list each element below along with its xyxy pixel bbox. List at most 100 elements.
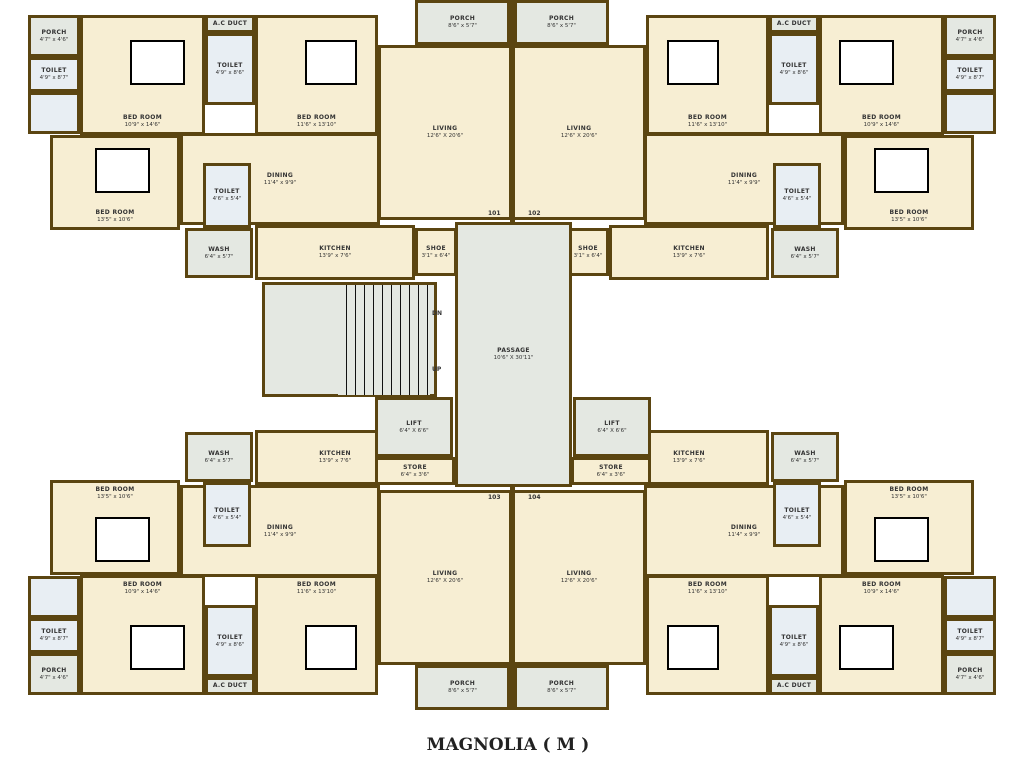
- room-name: TOILET: [784, 188, 810, 195]
- room-dimensions: 4'6" x 5'4": [782, 196, 812, 202]
- room-dimensions: 4'9" x 8'7": [39, 75, 69, 81]
- room-dimensions: 6'4" x 5'7": [790, 253, 820, 260]
- room-name: BED ROOM: [123, 114, 162, 121]
- room-dimensions: 10'6" X 30'11": [493, 355, 534, 361]
- bed-icon: [95, 517, 150, 562]
- room-name: KITCHEN: [319, 450, 351, 457]
- bed-icon: [667, 625, 719, 670]
- room-name: A.C DUCT: [212, 682, 248, 689]
- room-dimensions: 11'4" x 9'9": [263, 531, 297, 538]
- room-name: PORCH: [548, 15, 575, 22]
- room-dimensions: 11'6" x 13'10": [687, 589, 728, 595]
- room-name: TOILET: [957, 67, 983, 74]
- room-dimensions: 11'4" x 9'9": [727, 179, 761, 186]
- room-name: DINING: [266, 171, 294, 179]
- room-name: TOILET: [41, 67, 67, 74]
- room-dimensions: 3'1" x 6'4": [573, 252, 603, 259]
- room-dimensions: 6'4" X 6'6": [597, 427, 627, 434]
- room-dimensions: 4'7" x 4'6": [955, 36, 985, 43]
- room-name: BED ROOM: [889, 209, 929, 216]
- room-utility: [28, 92, 80, 134]
- room-dimensions: 13'9" x 7'6": [318, 458, 352, 464]
- party-wall: [510, 487, 515, 710]
- room-dimensions: 11'6" x 13'10": [296, 589, 337, 595]
- bed-icon: [839, 625, 894, 670]
- room-name: DINING: [730, 171, 758, 179]
- room-dimensions: 8'6" x 5'7": [547, 688, 576, 694]
- room-name: TOILET: [781, 61, 807, 69]
- door-number: 102: [528, 210, 541, 217]
- room-dimensions: 4'9" x 8'7": [955, 75, 985, 81]
- room-dimensions: 4'6" x 5'4": [212, 196, 242, 202]
- room-name: BED ROOM: [297, 114, 336, 121]
- room-name: WASH: [208, 449, 230, 457]
- room-dimensions: 13'5" x 10'6": [891, 217, 927, 223]
- room-dimensions: 12'6" X 20'6": [560, 578, 598, 584]
- room-name: BED ROOM: [862, 581, 901, 588]
- room-ac-duct: A.C DUCT: [205, 15, 255, 33]
- room-name: LIVING: [432, 125, 458, 132]
- room-name: TOILET: [217, 633, 243, 641]
- room-dimensions: 4'9" x 8'6": [215, 69, 245, 76]
- room-dimensions: 10'9" x 14'6": [124, 122, 161, 128]
- stair-down-label: DN: [432, 310, 443, 317]
- room-dimensions: 4'9" x 8'6": [215, 641, 245, 648]
- room-name: LIVING: [566, 570, 592, 577]
- door-number: 104: [528, 494, 541, 501]
- room-name: PORCH: [449, 15, 476, 22]
- room-name: TOILET: [217, 61, 243, 69]
- room-name: STORE: [403, 463, 427, 471]
- room-dimensions: 4'7" x 4'6": [39, 674, 69, 681]
- bed-icon: [130, 40, 185, 85]
- room-dimensions: 12'6" X 20'6": [426, 133, 464, 139]
- room-dimensions: 8'6" x 5'7": [448, 23, 477, 29]
- bed-icon: [305, 625, 357, 670]
- room-dimensions: 4'7" x 4'6": [955, 674, 985, 681]
- room-name: KITCHEN: [673, 245, 705, 252]
- room-name: WASH: [794, 449, 816, 457]
- room-utility: [28, 576, 80, 618]
- room-dimensions: 10'9" x 14'6": [863, 589, 900, 595]
- room-name: DINING: [266, 523, 294, 531]
- room-name: PORCH: [548, 680, 575, 687]
- room-dimensions: 6'4" x 3'6": [400, 471, 430, 478]
- room-dimensions: 11'4" x 9'9": [727, 531, 761, 538]
- room-name: DINING: [730, 523, 758, 531]
- room-dimensions: 6'4" x 5'7": [204, 253, 234, 260]
- room-name: SHOE: [426, 244, 446, 252]
- room-name: BED ROOM: [889, 486, 929, 493]
- room-name: LIVING: [432, 570, 458, 577]
- stair-up-label: UP: [432, 366, 442, 373]
- room-dimensions: 11'6" x 13'10": [296, 122, 337, 128]
- room-dimensions: 4'6" x 5'4": [782, 515, 812, 521]
- bed-icon: [305, 40, 357, 85]
- room-name: A.C DUCT: [776, 20, 812, 27]
- room-name: BED ROOM: [95, 486, 135, 493]
- room-dimensions: 6'4" x 3'6": [596, 471, 626, 478]
- room-name: LIFT: [604, 419, 620, 427]
- room-dimensions: 4'9" x 8'7": [955, 636, 985, 642]
